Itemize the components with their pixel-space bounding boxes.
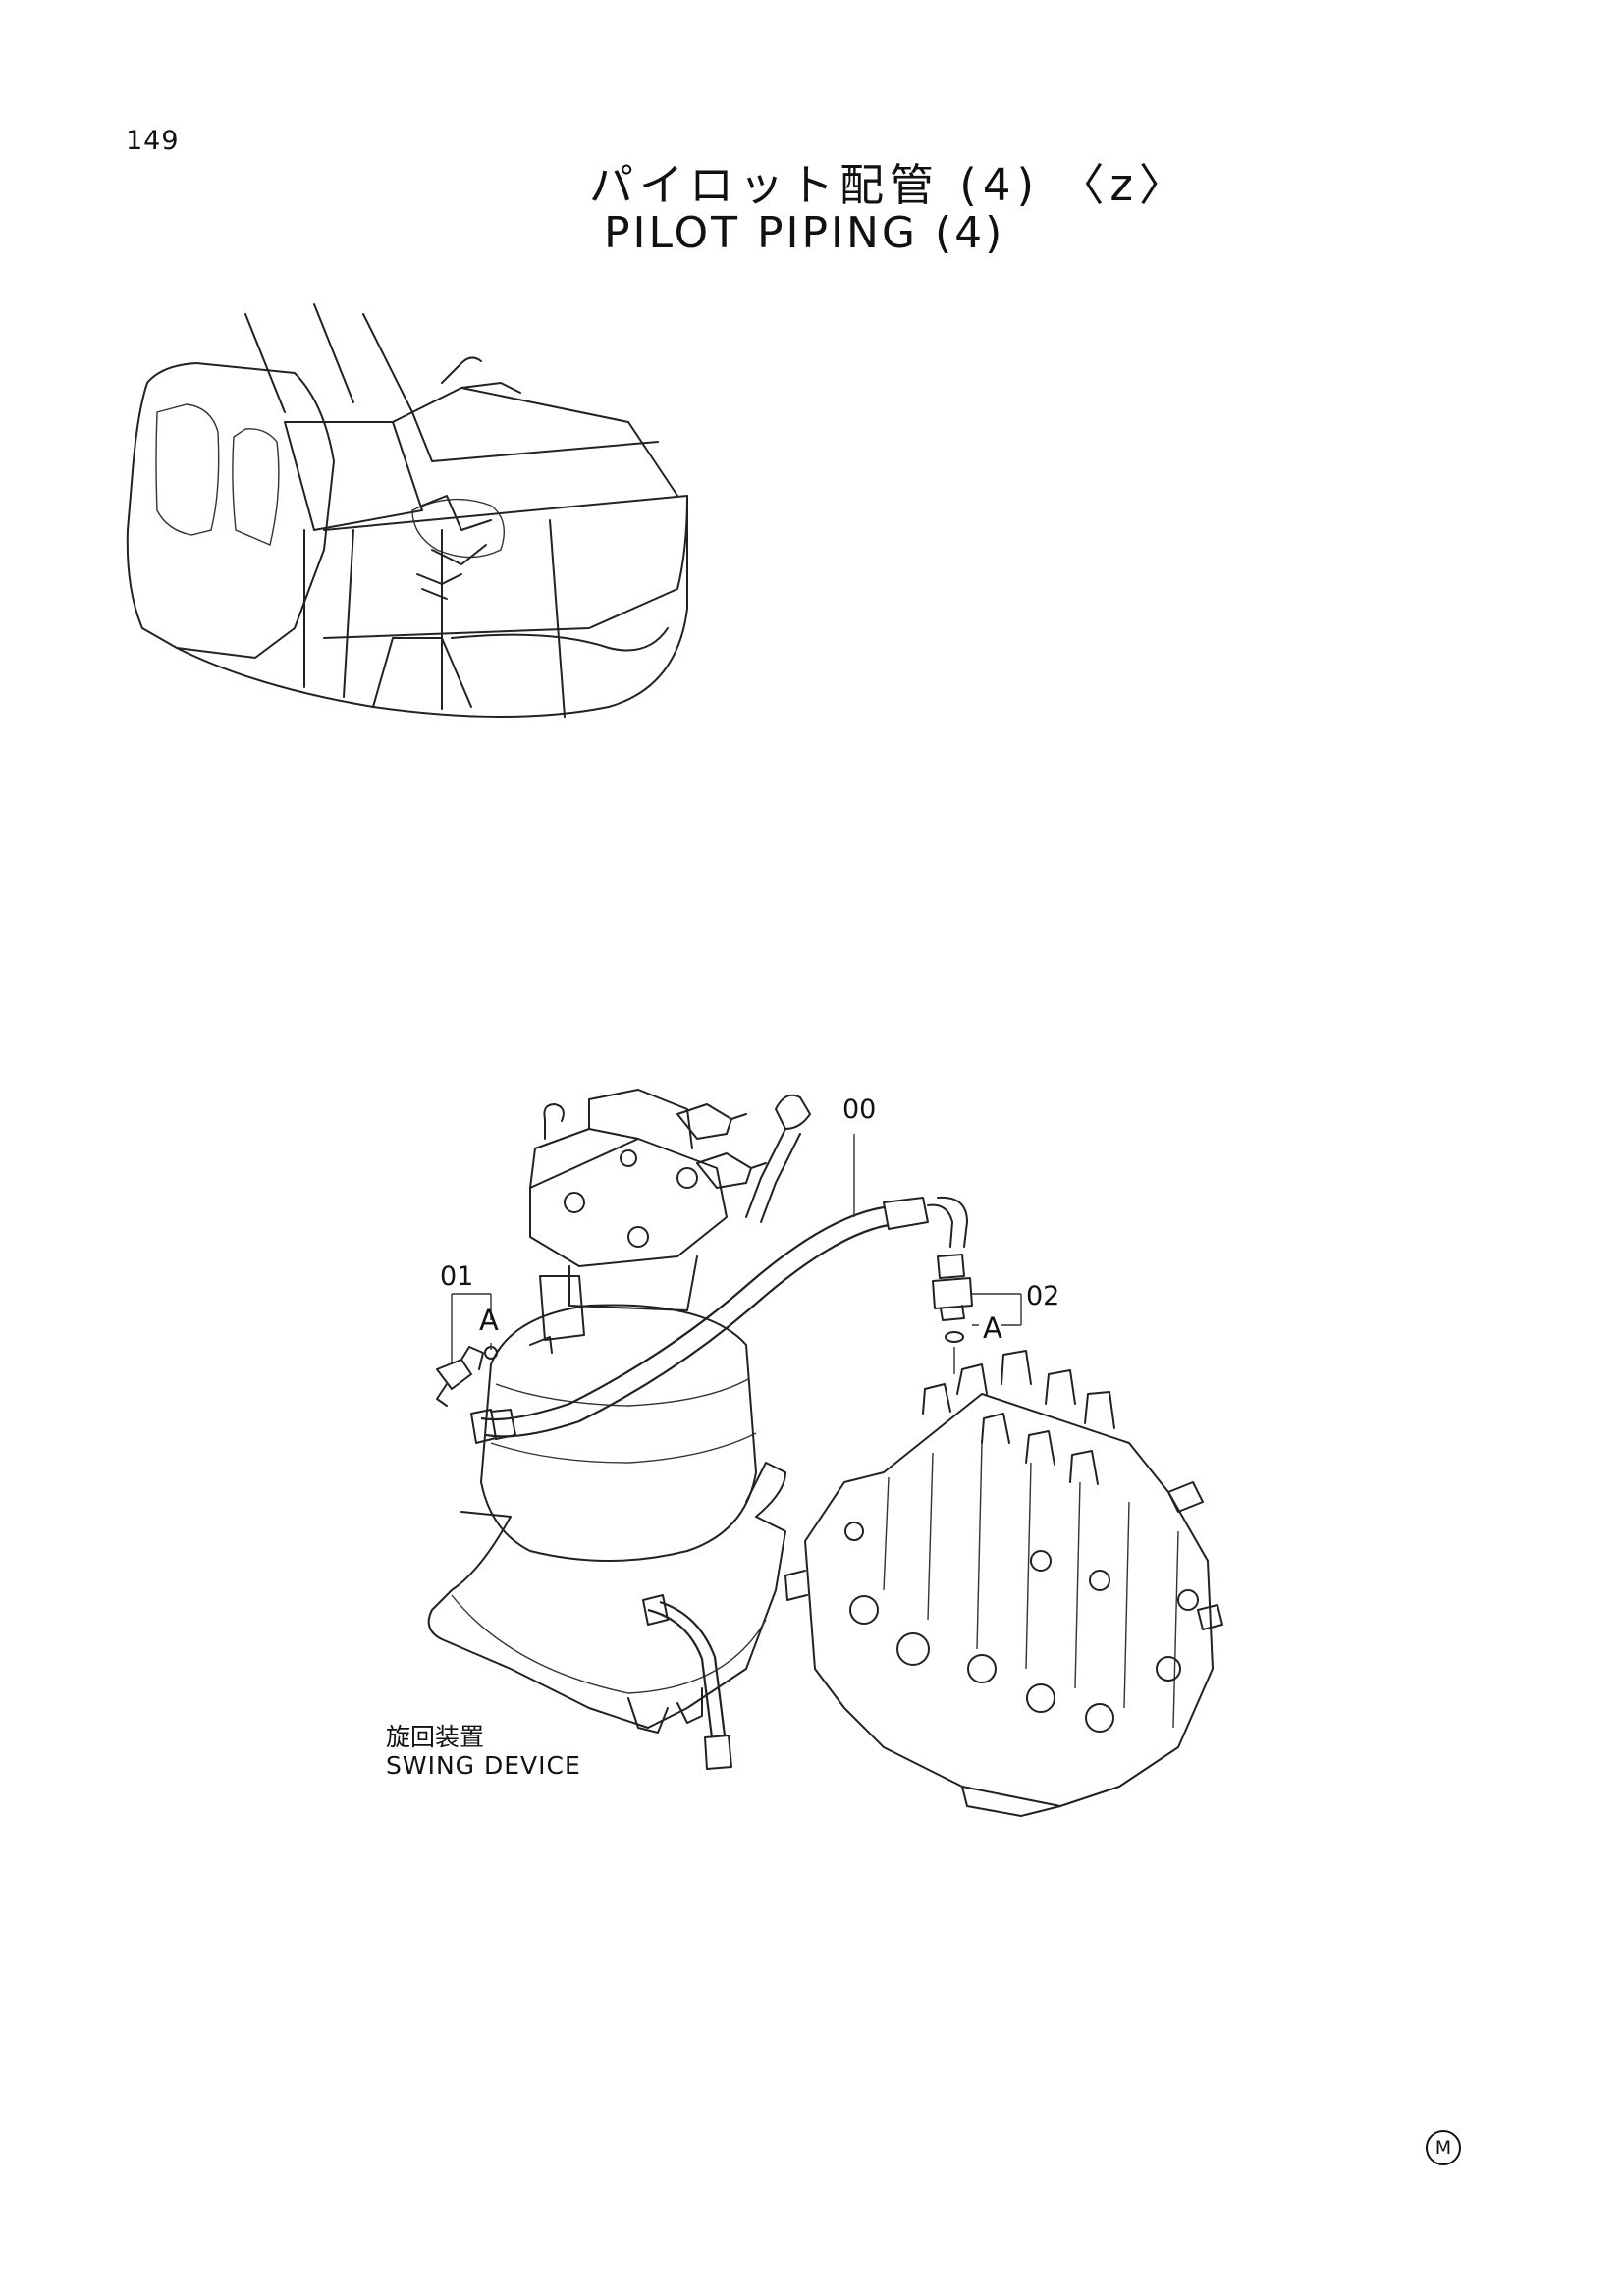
- port-a-label-right: A: [983, 1311, 1002, 1345]
- callout-02: 02: [1026, 1281, 1060, 1311]
- page-number: 149: [126, 126, 180, 156]
- adapter-fitting: [932, 1254, 973, 1374]
- callout-leaders: [451, 1134, 1022, 1364]
- callout-00: 00: [842, 1095, 877, 1125]
- circled-m-mark: M: [1426, 2130, 1461, 2165]
- swing-device-label-japanese: 旋回装置: [386, 1723, 485, 1751]
- page-title-japanese: パイロット配管 (4) 〈z〉: [589, 159, 1189, 211]
- pilot-hose: [470, 1196, 968, 1444]
- control-valve-illustration: [784, 1350, 1223, 1817]
- page-title-english: PILOT PIPING (4): [604, 208, 1005, 258]
- swing-device-illustration: [427, 1089, 811, 1770]
- callout-01: 01: [440, 1261, 474, 1292]
- excavator-overview-illustration: [126, 303, 688, 718]
- port-a-label-left: A: [479, 1304, 499, 1337]
- swing-device-label-english: SWING DEVICE: [386, 1751, 581, 1780]
